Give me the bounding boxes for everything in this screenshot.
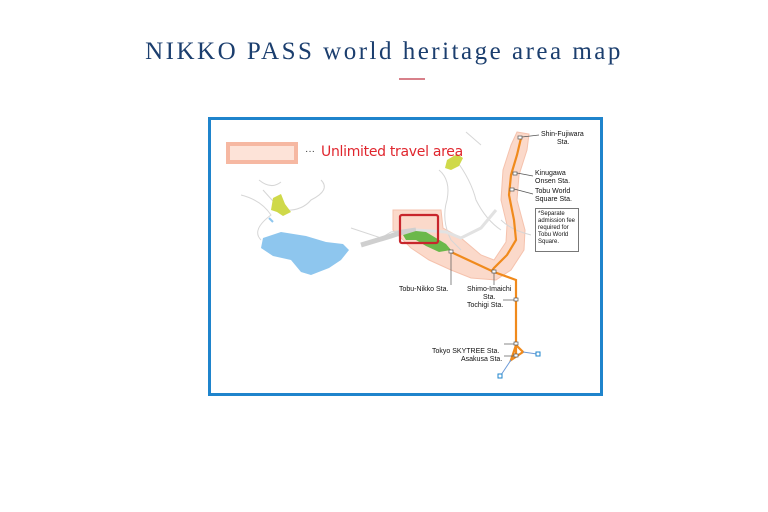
station-label-tobu-world-square: Tobu World Square Sta. (535, 188, 572, 203)
admission-note: *Separate admission fee required for Tob… (535, 208, 579, 252)
station-label-tochigi: Tochigi Sta. (467, 302, 504, 309)
legend-swatch (226, 142, 298, 164)
lake-chuzenji (261, 232, 349, 275)
kinugawa-marsh (445, 154, 463, 170)
legend-dots: ··· (305, 146, 315, 157)
world-heritage-area (403, 231, 451, 252)
title-divider (399, 78, 425, 80)
legend-label: Unlimited travel area (321, 144, 463, 160)
station-label-asakusa: Asakusa Sta. (461, 356, 503, 363)
highway (360, 227, 417, 248)
station-label-shin-fujiwara: Shin-Fujiwara Sta. (541, 131, 584, 146)
senjogahara-marsh (271, 194, 291, 216)
nikko-highlight-box (398, 213, 440, 245)
map-graphic (240, 131, 541, 379)
station-label-tobu-nikko: Tobu-Nikko Sta. (399, 286, 449, 293)
nikko-pass-map: ··· Unlimited travel area Shin-Fujiwara … (208, 117, 603, 396)
station-label-kinugawa-onsen: Kinugawa Onsen Sta. (535, 170, 571, 185)
station-label-tokyo-skytree: Tokyo SKYTREE Sta. (432, 348, 500, 355)
page-title: NIKKO PASS world heritage area map (145, 38, 623, 65)
station-label-shimo-imaichi: Shimo-Imaichi Sta. (467, 286, 512, 301)
